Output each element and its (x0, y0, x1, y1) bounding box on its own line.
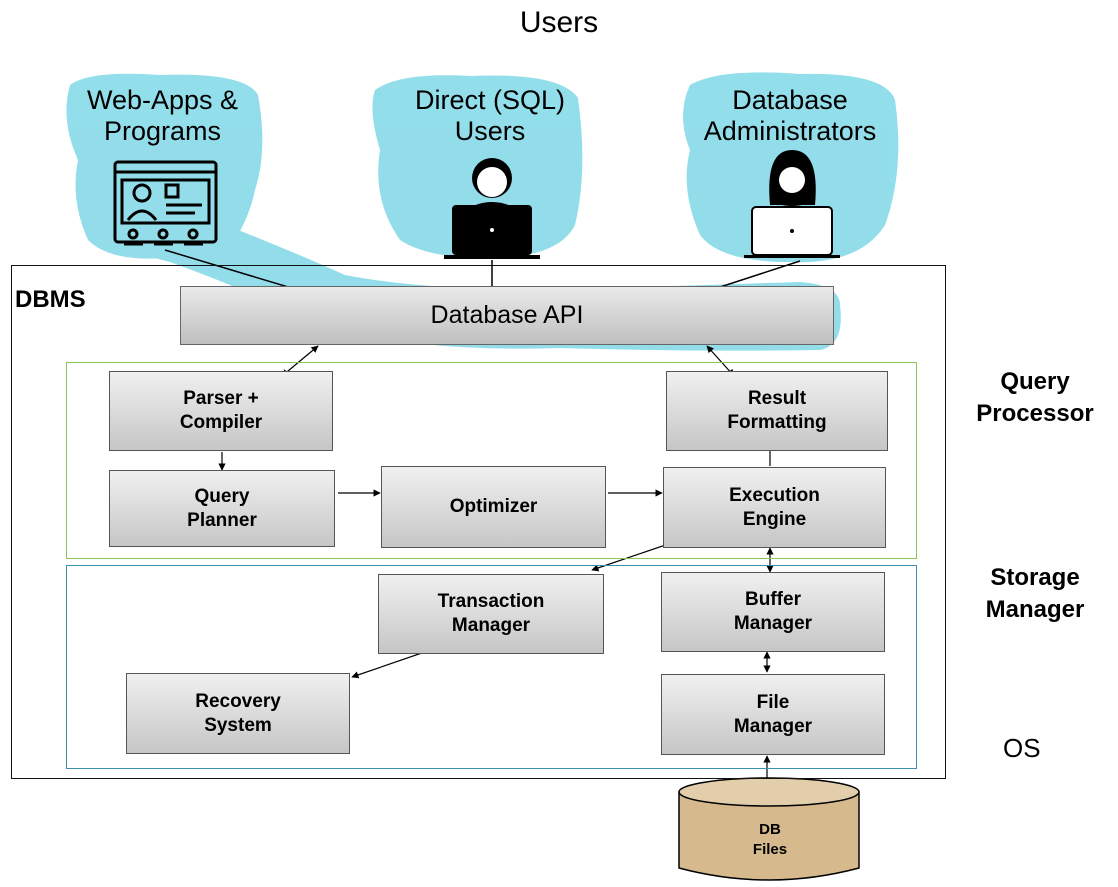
users-title: Users (519, 6, 599, 39)
buffer-line2: Manager (733, 613, 813, 634)
web-app-icon (113, 160, 218, 246)
parser-line1: Parser + (183, 388, 259, 409)
db-files-line1: DB (759, 821, 781, 838)
group-web-apps-line1: Web-Apps & (86, 85, 239, 115)
buffer-line1: Buffer (745, 589, 801, 610)
recovery-line1: Recovery (195, 690, 281, 712)
planner-line2: Planner (187, 509, 257, 531)
dbms-label: DBMS (15, 286, 86, 313)
group-admins-line1: Database (732, 85, 848, 115)
parser-line2: Compiler (179, 412, 263, 433)
db-files-line2: Files (752, 841, 788, 858)
storage-manager-frame (66, 565, 917, 769)
storage-manager-line1: Storage (990, 564, 1080, 591)
recovery-line2: System (204, 714, 272, 736)
transaction-line2: Manager (451, 615, 531, 636)
execution-line1: Execution (729, 484, 820, 506)
result-line1: Result (747, 388, 807, 409)
os-label: OS (1003, 733, 1041, 763)
file-line1: File (756, 691, 790, 713)
dbms-frame (11, 265, 946, 779)
user-laptop-icon (444, 158, 540, 259)
group-web-apps-label: Web-Apps & Programs (40, 85, 285, 147)
result-line2: Formatting (727, 412, 827, 433)
query-processor-line2: Processor (976, 400, 1094, 427)
db-files-cylinder (678, 777, 860, 881)
execution-line2: Engine (742, 508, 807, 530)
parser-compiler-box: Parser + Compiler (109, 371, 333, 451)
query-processor-frame (66, 362, 917, 559)
group-direct-users-line1: Direct (SQL) (414, 85, 566, 115)
query-processor-line1: Query (1000, 368, 1070, 395)
query-processor-label: Query Processor (955, 366, 1115, 430)
file-line2: Manager (733, 715, 813, 737)
group-direct-users-line2: Users (454, 116, 526, 146)
admin-laptop-icon (744, 150, 840, 258)
group-admins-line2: Administrators (703, 116, 877, 146)
db-files-label: DB Files (680, 820, 860, 860)
optimizer-line1: Optimizer (449, 496, 538, 517)
group-admins-label: Database Administrators (670, 85, 910, 147)
storage-manager-label: Storage Manager (955, 562, 1115, 626)
optimizer-box: Optimizer (381, 466, 606, 548)
group-web-apps-line2: Programs (103, 116, 222, 146)
storage-manager-line2: Manager (985, 596, 1085, 623)
planner-line1: Query (194, 485, 250, 507)
transaction-line1: Transaction (437, 591, 545, 612)
database-api-box: Database API (180, 286, 834, 345)
group-direct-users-label: Direct (SQL) Users (370, 85, 610, 147)
